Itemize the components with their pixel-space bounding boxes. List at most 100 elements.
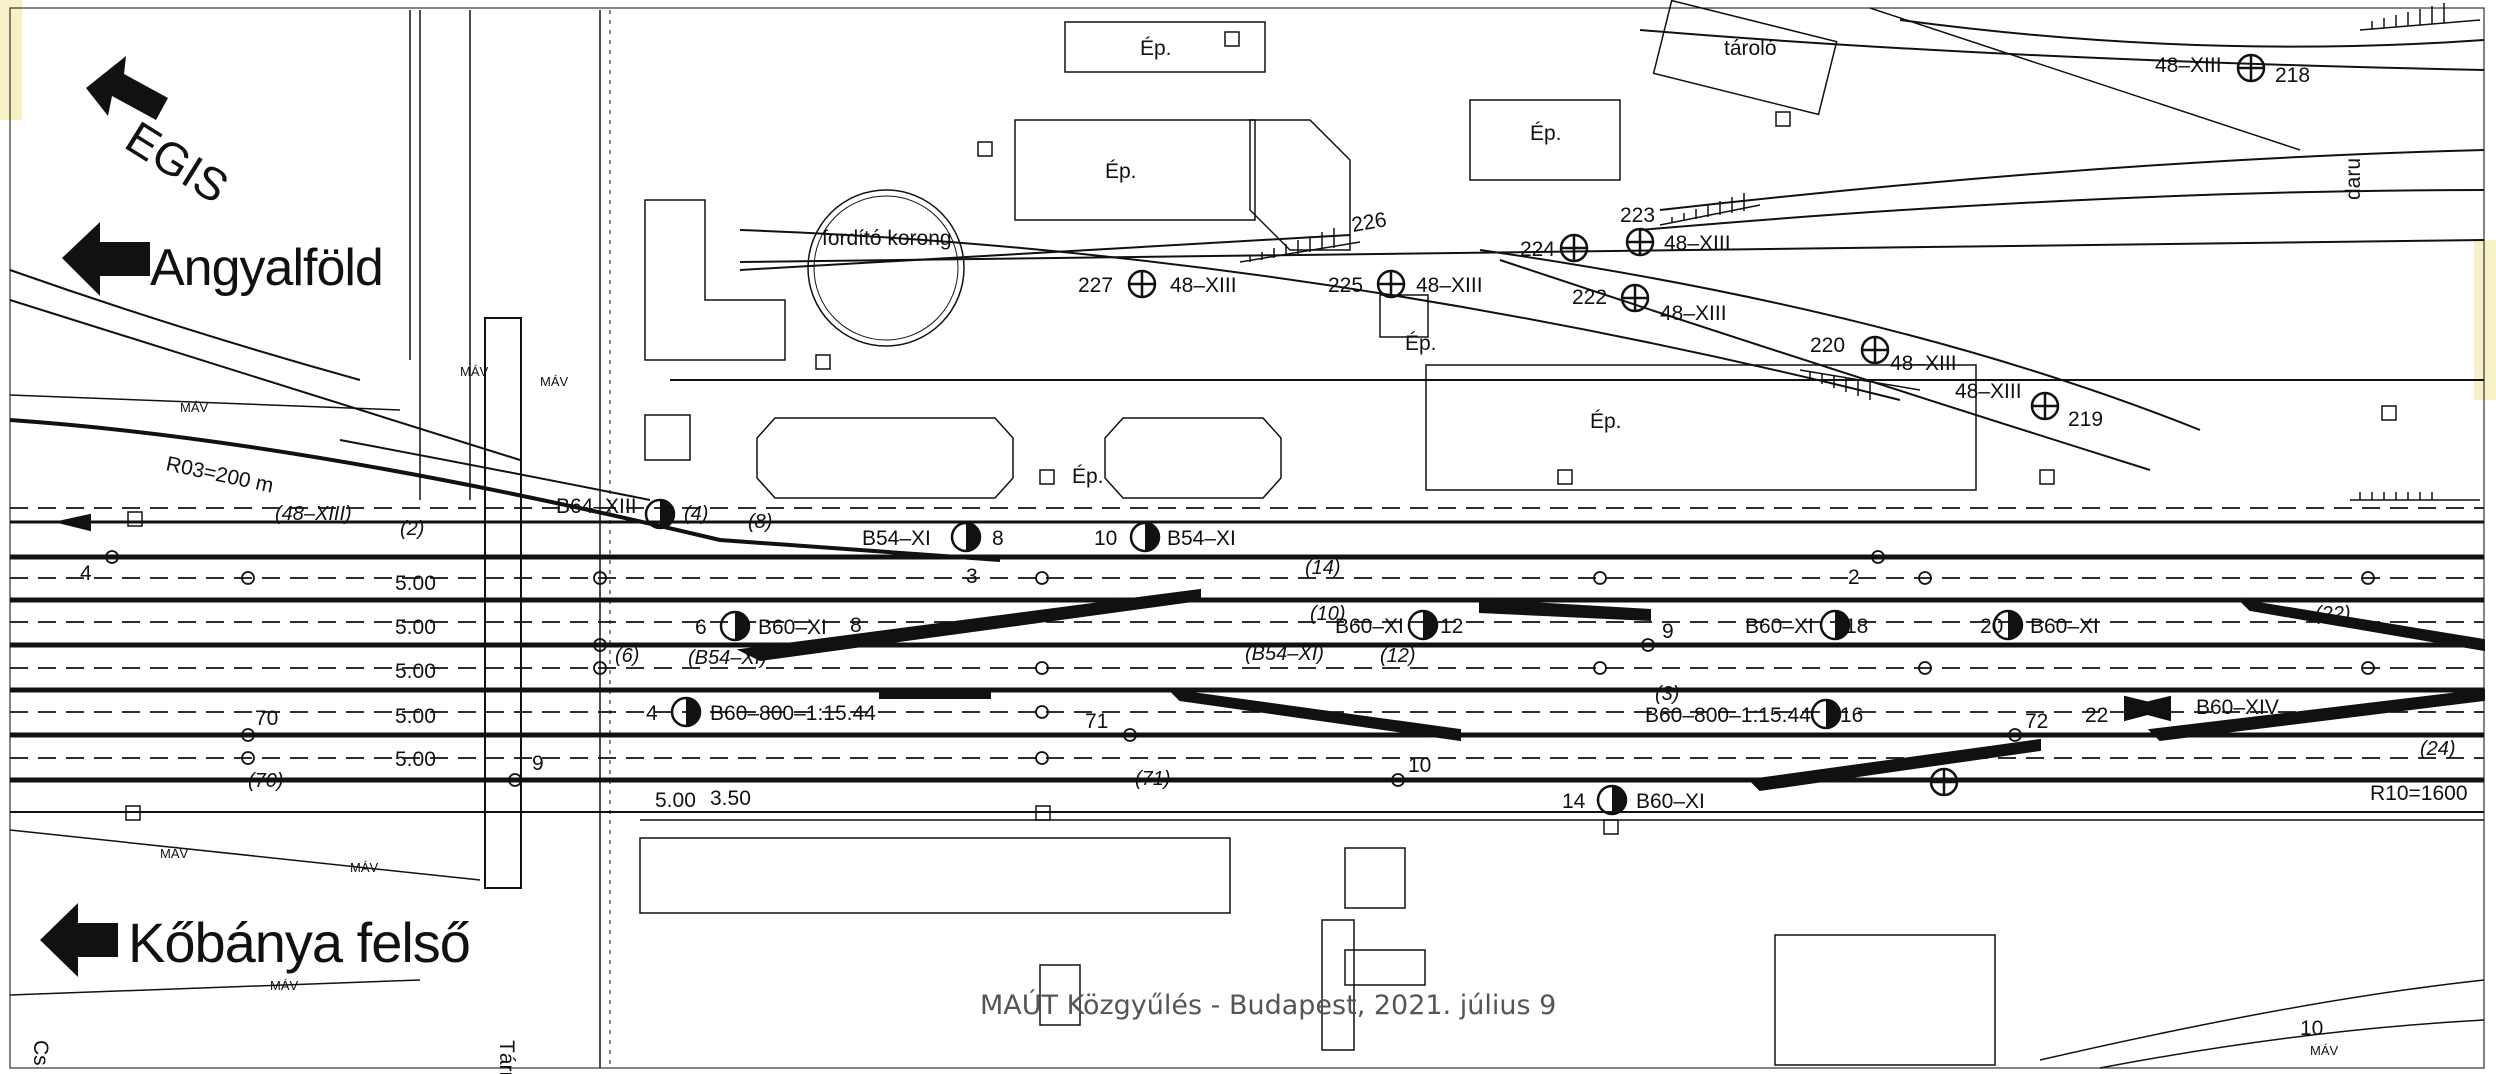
label-track: 8 (992, 527, 1004, 550)
label-switch: 48–XIII (1955, 380, 2022, 403)
building (1652, 0, 1838, 116)
arrow-kobanya (40, 903, 118, 977)
label-bracket: (14) (1305, 557, 1341, 579)
label-dimension: R03=200 m (164, 452, 276, 497)
label-track: 18 (1845, 615, 1868, 638)
label-switch: B64–XIII (556, 495, 637, 518)
label-dimension: 5.00 (395, 572, 436, 595)
label-track: 12 (1440, 615, 1463, 638)
track-markers (105, 550, 2375, 787)
label-switch: B54–XI (1167, 527, 1236, 550)
switch-symbol (1625, 227, 1655, 257)
corner-accent-right (2474, 240, 2496, 400)
yard-track (1499, 259, 2151, 471)
direction-label-kobanya: Kőbánya felső (128, 911, 471, 974)
label-track: 6 (695, 616, 707, 639)
label-dimension: 3.50 (710, 787, 751, 810)
yard-track (1659, 149, 2485, 211)
crossover (1747, 738, 2041, 792)
label-track: 2 (1848, 566, 1860, 589)
label-bracket: (2) (400, 518, 424, 540)
crossover (2147, 688, 2485, 742)
curved-track (339, 439, 651, 501)
label-dimension: R10=1600 (2370, 782, 2468, 805)
crossover (2237, 598, 2485, 652)
building (1344, 847, 1406, 909)
fence (2039, 979, 2485, 1061)
label-switch: B54–XI (862, 527, 931, 550)
label-track: 22 (2085, 704, 2108, 727)
label-bracket: (10) (1310, 603, 1346, 625)
label-switch: 220 (1810, 334, 1845, 357)
label-bracket: (8) (748, 511, 772, 533)
label-bracket: (71) (1135, 768, 1171, 790)
switch-hatch (2350, 492, 2480, 501)
label-switch: 222 (1572, 286, 1607, 309)
fence (2099, 1019, 2485, 1069)
building (1321, 919, 1355, 1051)
label-track: 4 (646, 702, 658, 725)
building (639, 837, 1231, 914)
label-track: 9 (532, 752, 544, 775)
yard-track (1899, 19, 2485, 48)
label-building: Ép. (1105, 160, 1137, 183)
label-fence: MÁV (180, 400, 209, 415)
label-switch: 48–XIII (1660, 302, 1727, 325)
label-track: 3 (966, 565, 978, 588)
building (1425, 364, 1977, 491)
label-switch: 218 (2275, 64, 2310, 87)
label-track: 14 (1562, 790, 1586, 813)
label-switch: B60–800–1:15.44 (1645, 704, 1811, 727)
arrow-egis (86, 56, 168, 120)
switch-hatch (1799, 369, 1921, 400)
label-switch: B60–XI (1745, 615, 1814, 638)
label-switch: B60–XI (1636, 790, 1705, 813)
label-building: Ép. (1140, 37, 1172, 60)
label-bracket: (22) (2315, 603, 2351, 625)
switch-symbol (1559, 233, 1589, 263)
label-bracket: (12) (1380, 645, 1416, 667)
yard-track (739, 229, 1901, 401)
switch-hatch (1659, 193, 1761, 226)
building (1469, 99, 1621, 181)
curved-track (9, 299, 521, 461)
label-fence: MÁV (2310, 1043, 2339, 1058)
label-bracket: (6) (615, 645, 639, 667)
label-building: Cs (29, 1040, 52, 1066)
label-dimension: 5.00 (395, 748, 436, 771)
label-switch: B60–XI (1335, 615, 1404, 638)
label-track: 10 (1408, 754, 1431, 777)
label-fence: MÁV (350, 860, 379, 875)
yard-track (1639, 29, 2485, 71)
building (756, 417, 1014, 499)
label-building: Ép. (1590, 410, 1622, 433)
label-track: 71 (1085, 710, 1108, 733)
fence (9, 829, 481, 881)
switch-symbol (2236, 53, 2266, 83)
label-bracket: (24) (2420, 738, 2456, 760)
building (1064, 21, 1266, 73)
label-track: 10 (1094, 527, 1117, 550)
label-track: 20 (1980, 615, 2003, 638)
label-building: Tárna (495, 1040, 518, 1074)
building (1104, 417, 1282, 499)
label-switch: B60–XIV (2196, 696, 2279, 719)
label-dimension: 5.00 (395, 616, 436, 639)
label-switch: 48–XIII (1170, 274, 1237, 297)
label-switch: 48–XIII (2155, 54, 2222, 77)
label-fence: MÁV (540, 374, 569, 389)
label-track: 4 (80, 562, 92, 585)
label-switch: 227 (1078, 274, 1113, 297)
yard-track (739, 234, 1351, 271)
label-building: Ép. (1405, 332, 1437, 355)
yard-track (1479, 249, 2201, 431)
label-dimension: 5.00 (395, 660, 436, 683)
switch-symbol (2030, 391, 2060, 421)
label-switch: 48–XIII (1664, 232, 1731, 255)
switch-symbol (1376, 269, 1406, 299)
label-switch: B60–800–1:15.44 (710, 702, 876, 725)
slide-footer: MAÚT Közgyűlés - Budapest, 2021. július … (980, 990, 1557, 1021)
crossing-symbol (2124, 695, 2171, 722)
plan-frame (9, 7, 2485, 1069)
